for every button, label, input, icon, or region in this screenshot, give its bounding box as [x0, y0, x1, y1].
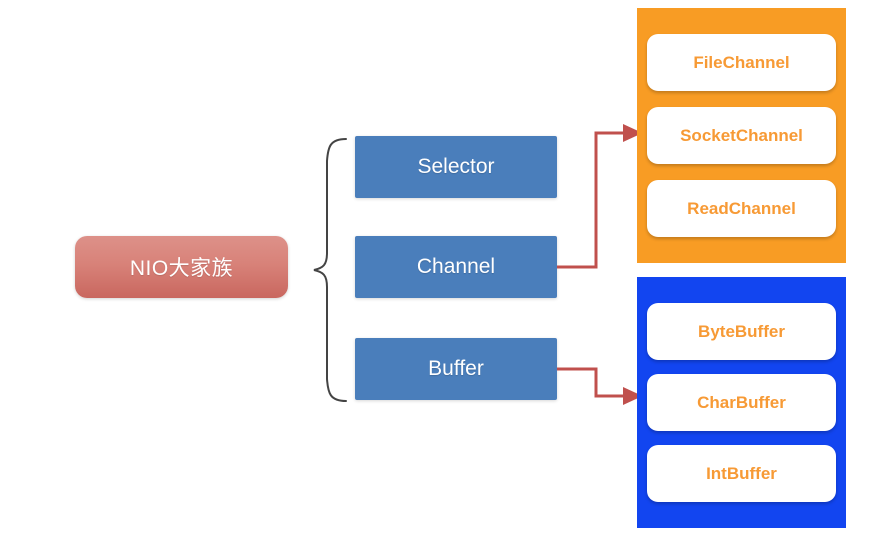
chip-label: SocketChannel: [680, 125, 803, 145]
branch-node-label: Selector: [417, 155, 495, 178]
chip-int-buffer: IntBuffer: [647, 445, 836, 502]
root-node-nio-family: NIO大家族: [75, 236, 288, 298]
chip-byte-buffer: ByteBuffer: [647, 303, 836, 360]
root-node-label: NIO大家族: [129, 257, 234, 280]
chip-label: CharBuffer: [697, 392, 786, 412]
curly-brace-icon: [313, 138, 347, 402]
branch-node-label: Channel: [416, 255, 496, 278]
group-panel-channels: FileChannel SocketChannel ReadChannel: [637, 8, 846, 263]
chip-read-channel: ReadChannel: [647, 180, 836, 237]
arrow-buffer-to-buffers: [557, 367, 643, 405]
chip-file-channel: FileChannel: [647, 34, 836, 91]
chip-label: ReadChannel: [687, 198, 796, 218]
chip-label: ByteBuffer: [698, 321, 785, 341]
branch-node-channel: Channel: [355, 236, 557, 298]
arrow-channel-to-channels: [557, 124, 643, 269]
chip-char-buffer: CharBuffer: [647, 374, 836, 431]
chip-label: IntBuffer: [706, 463, 777, 483]
chip-label: FileChannel: [693, 52, 790, 72]
chip-socket-channel: SocketChannel: [647, 107, 836, 164]
branch-node-selector: Selector: [355, 136, 557, 198]
branch-node-buffer: Buffer: [355, 338, 557, 400]
branch-node-label: Buffer: [428, 357, 484, 380]
group-panel-buffers: ByteBuffer CharBuffer IntBuffer: [637, 277, 846, 528]
